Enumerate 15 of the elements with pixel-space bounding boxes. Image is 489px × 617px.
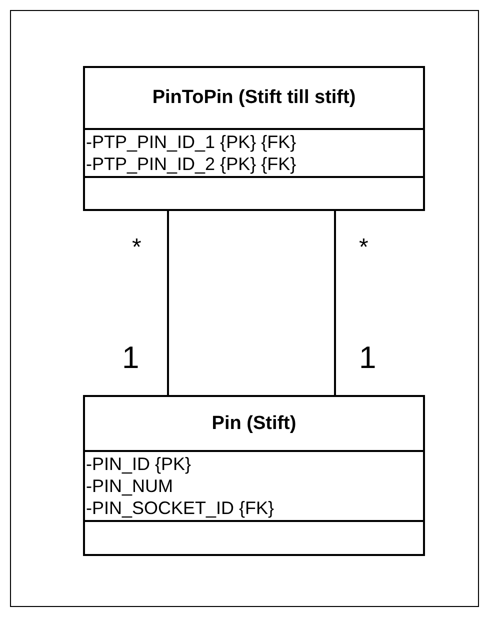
attribute: -PTP_PIN_ID_1 {PK} {FK} [86,131,298,153]
class-name: PinToPin (Stift till stift) [152,87,356,109]
attribute: -PIN_NUM [86,475,174,497]
association-line [167,211,169,395]
class-box [83,395,425,556]
multiplicity: 1 [122,342,140,373]
class-box [83,66,425,211]
multiplicity: * [359,236,368,260]
attribute: -PTP_PIN_ID_2 {PK} {FK} [86,153,298,175]
attribute: -PIN_SOCKET_ID {FK} [86,497,276,519]
multiplicity: 1 [359,342,376,373]
multiplicity: * [132,236,142,260]
association-line [334,211,336,395]
class-name: Pin (Stift) [212,412,296,434]
attribute: -PIN_ID {PK} [86,453,192,475]
